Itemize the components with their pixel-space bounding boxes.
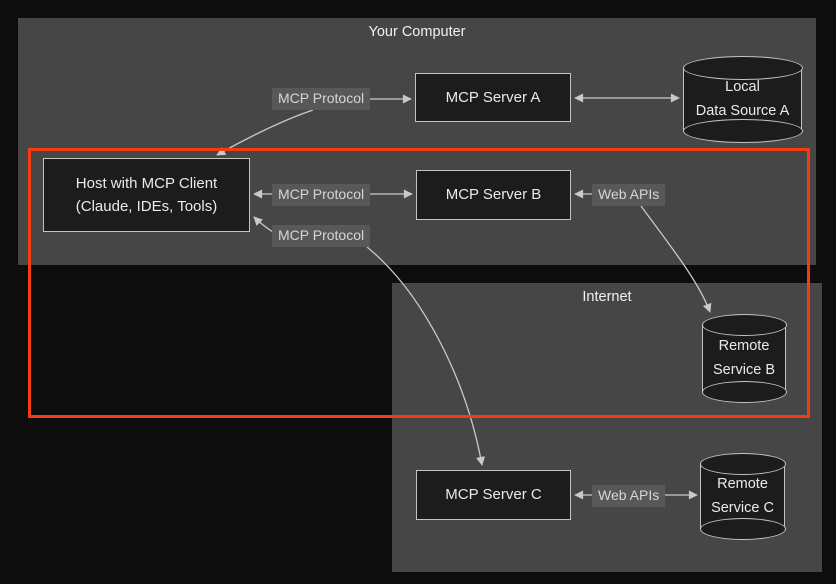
edge-mcp-protocol-bottom-to-host: [253, 216, 274, 233]
your-computer-title: Your Computer: [368, 24, 466, 40]
local-data-source-a-line2: Data Source A: [695, 102, 790, 119]
edge-mcp-protocol-to-host: [216, 109, 314, 156]
server-a-label: MCP Server A: [445, 88, 541, 106]
internet-title: Internet: [582, 289, 632, 305]
server-c-label: MCP Server C: [445, 486, 542, 504]
remote-service-c-line1: Remote: [717, 476, 768, 493]
edge-label-mcp-protocol-top: MCP Protocol: [272, 88, 371, 111]
node-mcp-server-b: MCP Server B: [416, 170, 571, 220]
node-host-with-mcp-client: Host with MCP Client (Claude, IDEs, Tool…: [43, 158, 250, 232]
host-label-line1: Host with MCP Client: [75, 174, 218, 192]
edge-label-mcp-protocol-mid: MCP Protocol: [272, 184, 371, 207]
edge-label-mcp-protocol-bottom: MCP Protocol: [272, 225, 371, 248]
host-label-line2: (Claude, IDEs, Tools): [75, 198, 218, 215]
edge-label-web-apis-c: Web APIs: [592, 485, 666, 508]
remote-service-b-line1: Remote: [718, 338, 770, 355]
node-remote-service-c: Remote Service C: [699, 453, 786, 540]
edge-mcp-protocol-to-server-c: [366, 246, 485, 466]
node-remote-service-b: Remote Service B: [701, 314, 787, 403]
edge-web-apis-to-remote-service-b: [640, 205, 712, 313]
server-b-label: MCP Server B: [445, 186, 542, 204]
node-mcp-server-a: MCP Server A: [415, 73, 571, 122]
node-local-data-source-a: Local Data Source A: [682, 56, 803, 143]
local-data-source-a-line1: Local: [725, 79, 760, 96]
remote-service-b-line2: Service B: [712, 361, 776, 378]
remote-service-c-line2: Service C: [711, 499, 774, 516]
edge-label-web-apis-b: Web APIs: [592, 184, 666, 207]
node-mcp-server-c: MCP Server C: [416, 470, 571, 520]
